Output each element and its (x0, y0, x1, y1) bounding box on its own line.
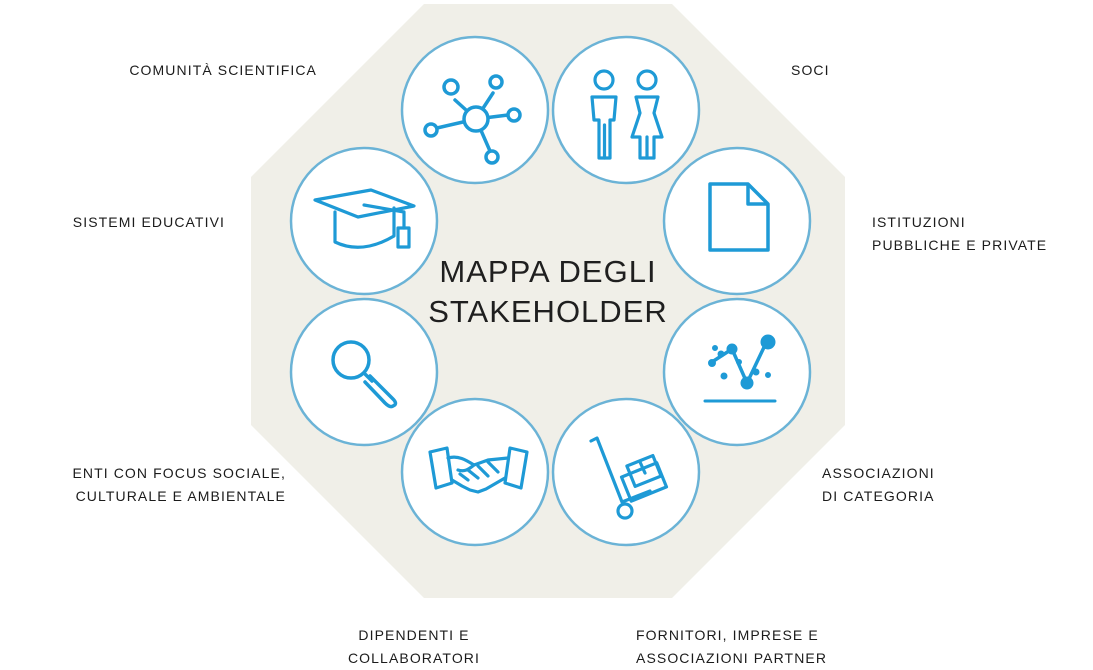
label-comunita-scientifica: COMUNITÀ SCIENTIFICA (129, 62, 317, 78)
circle-istituzioni (662, 146, 812, 296)
label-soci: SOCI (791, 62, 830, 78)
circle-soci (551, 35, 701, 185)
document-icon (708, 182, 770, 252)
label-associazioni-categoria: ASSOCIAZIONI DI CATEGORIA (822, 465, 935, 504)
label-enti: ENTI CON FOCUS SOCIALE, CULTURALE E AMBI… (72, 465, 286, 504)
label-fornitori: FORNITORI, IMPRESE E ASSOCIAZIONI PARTNE… (636, 627, 828, 666)
magnifier-icon (331, 340, 398, 409)
handshake-icon (428, 446, 529, 494)
graduation-cap-icon (313, 188, 416, 249)
hand-truck-icon (589, 436, 669, 520)
label-sistemi-educativi: SISTEMI EDUCATIVI (72, 214, 225, 230)
people-icon (590, 69, 664, 160)
chart-icon (703, 334, 777, 403)
title-line-1: MAPPA DEGLI (439, 254, 657, 289)
diagram-title: MAPPA DEGLI STAKEHOLDER (402, 252, 694, 332)
circle-dipendenti (400, 397, 550, 547)
circle-associazioni-categoria (662, 297, 812, 447)
circle-fornitori (551, 397, 701, 547)
circle-sistemi-educativi (289, 146, 439, 296)
label-istituzioni: ISTITUZIONI PUBBLICHE E PRIVATE (872, 214, 1048, 253)
title-line-2: STAKEHOLDER (428, 294, 668, 329)
label-dipendenti: DIPENDENTI E COLLABORATORI (347, 627, 481, 666)
network-icon (423, 74, 522, 165)
